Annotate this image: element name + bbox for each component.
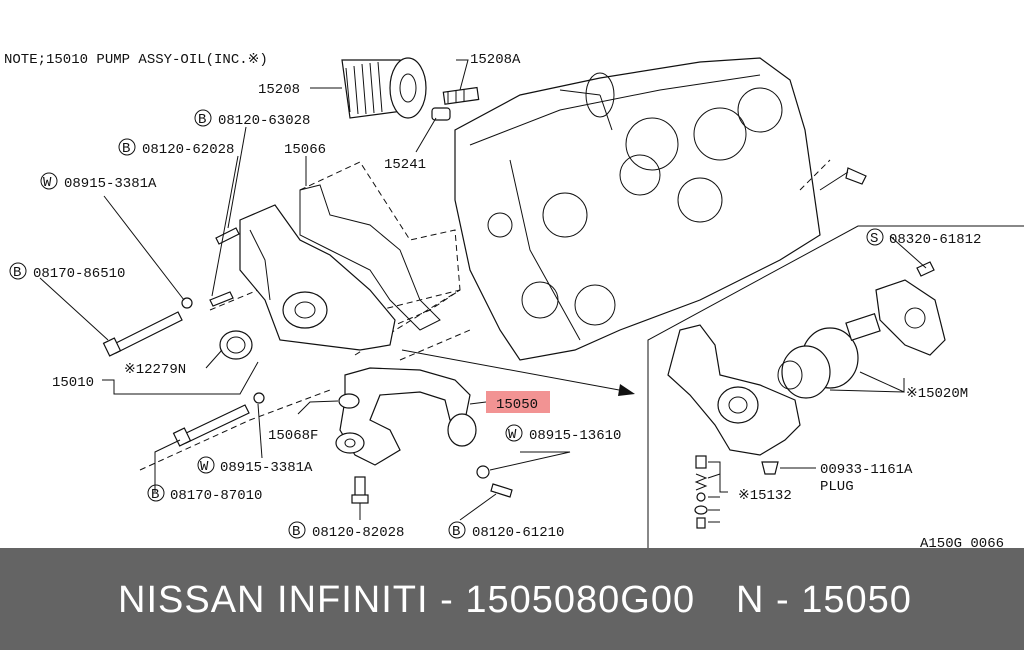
relief-valve-detail	[694, 455, 708, 529]
label-15208A: 15208A	[470, 52, 521, 68]
oil-filter	[341, 57, 427, 119]
o-ring	[338, 393, 360, 409]
bolt-08170-86510	[102, 311, 183, 357]
label-00933-1161A: 00933-1161A	[820, 462, 913, 478]
prefix-b-63028: B	[198, 112, 206, 128]
plug-15241	[431, 107, 451, 121]
filter-stud	[442, 86, 480, 105]
detail-arrow-head	[618, 384, 635, 396]
bolt-engine-right	[819, 167, 867, 191]
label-08170-86510: 08170-86510	[33, 266, 125, 282]
label-15010: 15010	[52, 375, 94, 391]
leader-lines	[39, 59, 927, 523]
label-08120-62028: 08120-62028	[142, 142, 234, 158]
prefix-s-61812: S	[870, 231, 878, 247]
oil-strainer	[335, 367, 477, 466]
label-08120-61210: 08120-61210	[472, 525, 564, 541]
bolt-08120-63028	[215, 227, 240, 245]
prefix-b-86510: B	[13, 265, 21, 281]
bolt-08120-62028	[209, 291, 234, 307]
highlight-15050	[486, 391, 550, 413]
prefix-w-3381A-bot: W	[200, 459, 209, 475]
engine-block	[454, 57, 821, 361]
label-08120-82028: 08120-82028	[312, 525, 404, 541]
washer-08915-13610	[476, 465, 490, 479]
detail-arrow	[401, 349, 631, 393]
bolt-08120-82028	[351, 476, 369, 504]
parts-diagram: NOTE;15010 PUMP ASSY-OIL(INC.※)	[4, 52, 1024, 548]
prefix-b-62028: B	[122, 141, 130, 157]
prefix-b-82028: B	[292, 524, 300, 540]
prefix-w-13610: W	[508, 427, 517, 443]
oil-pump-on-engine	[239, 204, 396, 351]
pump-body-detail	[667, 324, 801, 456]
front-cover-gasket	[299, 184, 441, 331]
label-08915-3381A-top: 08915-3381A	[64, 176, 157, 192]
label-08915-13610: 08915-13610	[529, 428, 621, 444]
label-12279N: ※12279N	[124, 362, 186, 378]
prefix-b-61210: B	[452, 524, 460, 540]
label-08120-63028: 08120-63028	[218, 113, 310, 129]
label-08320-61812: 08320-61812	[889, 232, 981, 248]
diagram-note: NOTE;15010 PUMP ASSY-OIL(INC.※)	[4, 52, 268, 68]
washer-08915-bottom	[253, 392, 265, 404]
figure-code: A150G 0066	[920, 536, 1004, 548]
plug-detail	[761, 461, 779, 475]
label-plug: PLUG	[820, 479, 854, 495]
label-15020M: ※15020M	[906, 386, 968, 402]
prefix-w-3381A-top: W	[43, 175, 52, 191]
gear-set-detail	[777, 313, 881, 399]
inset-frame	[647, 225, 1024, 548]
prefix-b-87010: B	[151, 487, 159, 503]
label-15068F: 15068F	[268, 428, 318, 444]
label-15241: 15241	[384, 157, 426, 173]
screw-08320-61812	[916, 261, 935, 277]
pump-cover-detail	[875, 279, 946, 356]
label-08915-3381A-bot: 08915-3381A	[220, 460, 313, 476]
label-08170-87010: 08170-87010	[170, 488, 262, 504]
label-15050: 15050	[496, 397, 538, 413]
washer-08915-top	[181, 297, 193, 309]
diagram-code: N - 15050	[736, 579, 912, 621]
label-15132: ※15132	[738, 488, 792, 504]
brand-part-number: NISSAN INFINITI - 1505080G00	[118, 579, 696, 621]
bolt-08170-87010	[172, 404, 250, 447]
bolt-08120-61210	[490, 483, 513, 498]
front-seal	[219, 330, 253, 360]
label-15066: 15066	[284, 142, 326, 158]
label-15208: 15208	[258, 82, 300, 98]
part-number-footer: NISSAN INFINITI - 1505080G00 N - 15050	[0, 548, 1024, 650]
